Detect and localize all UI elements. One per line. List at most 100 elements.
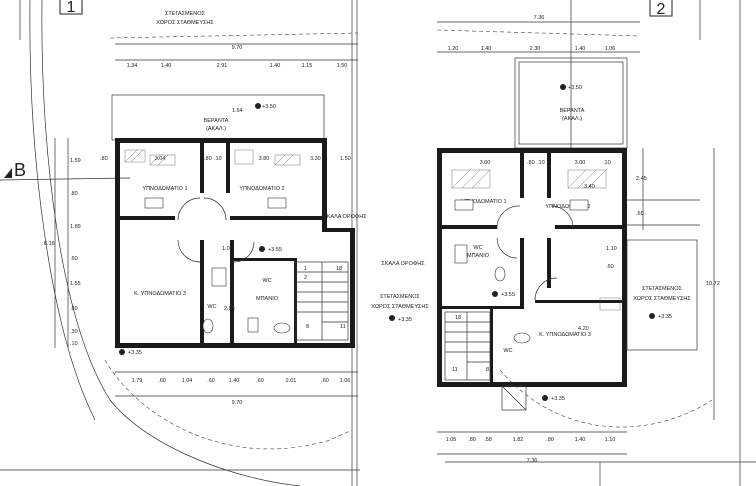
dim-label: 1.40	[575, 46, 586, 52]
dim-label: 4.20	[578, 326, 589, 332]
dim-label: .60	[70, 256, 78, 262]
stair-num: 8	[306, 324, 309, 330]
dim-label: 1.34	[127, 63, 138, 69]
u2-bottom-total: 7.36	[527, 458, 538, 464]
dim-label: .58	[484, 437, 492, 443]
parking-label-mid-line2: ΧΩΡΟΣ ΣΤΑΘΜΕΥΣΗΣ	[371, 304, 429, 310]
dim-label: 1.10	[605, 437, 616, 443]
roof-stair-label-u2: ΣΚΑΛΑ ΟΡΟΦΗΣ	[381, 261, 425, 267]
stair-num: 8	[486, 367, 489, 373]
dim-label: 1.40	[481, 46, 492, 52]
dim-label: .60	[70, 306, 78, 312]
dim-label: .10	[214, 156, 222, 162]
stair-u2: 18 11 8	[444, 311, 491, 381]
stair-num: 1	[304, 266, 307, 272]
dim-label: 1.20	[448, 46, 459, 52]
room-bedroom-1-u2: ΥΠΝΟΔΩΜΑΤΙΟ 1	[461, 199, 506, 205]
dim-label: 1.50	[340, 156, 351, 162]
u1-top-total: 9.70	[232, 45, 243, 51]
parking-label-right-line2: ΧΩΡΟΣ ΣΤΑΘΜΕΥΣΗΣ	[633, 296, 691, 302]
dim-label: 1.89	[70, 224, 81, 230]
unit-2-plan: 7.36 1.20 1.40 2.30 1.40 1.06 +3.50 ΒΕΡΑ…	[437, 15, 720, 464]
dim-label: 1.05	[446, 437, 457, 443]
dim-label: 1.82	[513, 437, 524, 443]
dim-label: .80	[527, 160, 535, 166]
dim-label: 1.15	[302, 63, 313, 69]
parking-label-top-line2: ΧΩΡΟΣ ΣΤΑΘΜΕΥΣΗΣ	[156, 20, 214, 26]
room-bedroom-3-u2: Κ. ΥΠΝΟΔΩΜΑΤΙΟ 3	[539, 332, 591, 338]
dim-label: 1.79	[132, 378, 143, 384]
room-bath-u1: ΜΠΑΝΙΟ	[256, 296, 279, 302]
level-entrance-u1: +3.35	[128, 350, 142, 356]
dim-label: 1.06	[605, 46, 616, 52]
dim-label: 3.80	[259, 156, 270, 162]
veranda-sub-u1: (ΑΚΑΛ.)	[206, 126, 226, 132]
unit-2-marker: 2	[649, 0, 673, 18]
dim-label: .60	[256, 378, 264, 384]
dim-label: 1.02	[222, 246, 233, 252]
parking-label-right-line1: ΣΤΕΓΑΣΜΕΝΟΣ	[642, 286, 683, 292]
unit-1-marker: 1	[59, 0, 83, 16]
dim-label: .80	[546, 437, 554, 443]
u1-top-dims: 1.34 1.40 2.91 1.40 1.15 1.50	[127, 63, 348, 69]
level-veranda-u1: +3.50	[262, 104, 276, 110]
dim-label: 2.30	[530, 46, 541, 52]
room-bath-u2: ΜΠΑΝΙΟ	[467, 253, 490, 259]
dim-label: .60	[636, 211, 644, 217]
parking-label-top-line1: ΣΤΕΓΑΣΜΕΝΟΣ	[165, 11, 206, 17]
stair-num: 11	[452, 367, 458, 373]
dim-label: 2.91	[217, 63, 228, 69]
stair-num: 18	[455, 315, 461, 321]
dim-label: 1.50	[337, 63, 348, 69]
dim-label: 3.00	[575, 160, 586, 166]
dim-label: .80	[100, 156, 108, 162]
dim-label: .60	[606, 264, 614, 270]
room-bedroom-3-u1: Κ. ΥΠΝΟΔΩΜΑΤΙΟ 3	[134, 291, 186, 297]
dim-label: .10	[70, 341, 78, 347]
dim-label: .30	[70, 329, 78, 335]
dim-label: 3.30	[310, 156, 321, 162]
room-wc2-u2: WC	[503, 348, 512, 354]
unit-1-number: 1	[67, 0, 76, 16]
dim-label: 1.40	[161, 63, 172, 69]
dim-label: 3.04	[155, 156, 166, 162]
dim-label: 1.64	[232, 108, 243, 114]
dim-label: 1.40	[575, 437, 586, 443]
u1-left-dims: 1.59 .80 1.89 .60 1.55 .60 .30 .10	[70, 158, 81, 347]
stair-num: 18	[336, 266, 342, 272]
u2-bottom-dims: 1.05 .80 .58 1.82 .80 1.40 1.10	[446, 437, 616, 443]
stair-num: 11	[340, 324, 346, 330]
level-hall-u1: +3.55	[268, 247, 282, 253]
roof-stair-label-u1: ΣΚΑΛΑ ΟΡΟΦΗΣ	[323, 214, 367, 220]
section-letter: B	[14, 160, 26, 180]
parking-label-mid-line1: ΣΤΕΓΑΣΜΕΝΟΣ	[380, 294, 421, 300]
dim-label: 1.10	[606, 246, 617, 252]
unit-2-number: 2	[657, 1, 666, 18]
level-parking-right: +3.35	[658, 314, 672, 320]
dim-label: 1.40	[229, 378, 240, 384]
dim-label: 1.55	[70, 281, 81, 287]
room-wc-u2: WC	[473, 245, 482, 251]
dim-label: .60	[158, 378, 166, 384]
dim-label: .10	[603, 160, 611, 166]
u2-top-dims: 1.20 1.40 2.30 1.40 1.06	[448, 46, 616, 52]
room-bedroom-1-u1: ΥΠΝΟΔΩΜΑΤΙΟ 1	[142, 186, 187, 192]
dim-label: 1.04	[182, 378, 193, 384]
veranda-label-u2: ΒΕΡΑΝΤΑ	[560, 108, 585, 114]
stair-num: 2	[304, 275, 307, 281]
dim-label: 10.72	[706, 281, 720, 287]
dim-label: 1.06	[340, 378, 351, 384]
level-entrance-u2: +3.35	[551, 396, 565, 402]
dim-label: 1.59	[70, 158, 81, 164]
level-parking-mid: +3.35	[398, 317, 412, 323]
dim-label: 2.45	[636, 176, 647, 182]
u1-left-total: 8.16	[44, 241, 55, 247]
dim-label: .60	[321, 378, 329, 384]
veranda-label-u1: ΒΕΡΑΝΤΑ	[204, 118, 229, 124]
section-marker-b: B	[4, 160, 26, 180]
stair-u1: 1 2 18 8 11	[295, 261, 349, 341]
room-wc-u1: WC	[262, 278, 271, 284]
dim-label: 3.00	[480, 160, 491, 166]
